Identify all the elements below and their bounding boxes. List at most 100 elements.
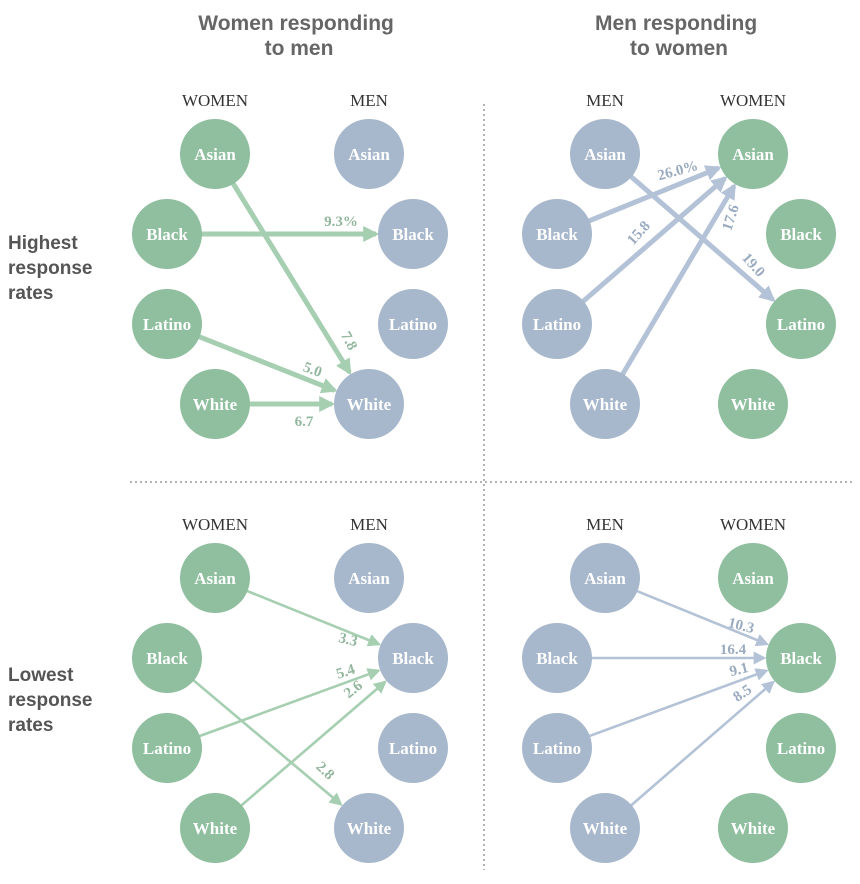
node-label: White [731,395,776,414]
group-label-men: MEN [586,91,624,110]
edges: 7.89.3%5.06.7 [183,169,380,430]
node-label: Latino [533,315,581,334]
edge-value-label: 17.6 [720,202,743,232]
edge-asian-to-black [622,584,770,647]
node-women-black [132,623,202,693]
node-women-asian [180,543,250,613]
node-label: Asian [584,145,626,164]
node-men-white [334,369,404,439]
node-women-latino [132,289,202,359]
node-label: Black [146,225,188,244]
group-label-men: MEN [350,91,388,110]
row-title-highest: Highest response rates [8,233,98,304]
node-men-black [378,199,448,269]
node-label: White [193,395,238,414]
node-men-asian [334,119,404,189]
edge-value-label: 5.0 [301,360,324,381]
node-label: Asian [732,569,774,588]
node-women-white [718,793,788,863]
node-label: Black [780,225,822,244]
node-men-latino [522,713,592,783]
edge-value-label: 5.4 [334,662,357,683]
node-men-black [522,199,592,269]
node-label: Black [780,649,822,668]
node-women-white [180,369,250,439]
node-men-asian [334,543,404,613]
edge-white-to-black [618,680,776,817]
node-women-black [766,199,836,269]
column-title-women-to-men: Women responding to men [198,12,399,60]
node-label: Asian [584,569,626,588]
edge-white-to-asian [612,183,737,389]
edge-value-label: 9.3% [324,214,358,230]
node-label: Latino [777,739,825,758]
node-men-black [522,623,592,693]
row-title-lowest: Lowest response rates [8,665,98,736]
node-men-latino [522,289,592,359]
edge-asian-to-white [222,169,352,376]
edges: 3.35.42.62.8 [180,584,387,817]
node-label: Asian [732,145,774,164]
node-women-latino [766,713,836,783]
edge-value-label: 2.6 [341,677,366,701]
edge-value-label: 6.7 [295,414,314,430]
node-label: Asian [194,145,236,164]
node-label: Black [536,649,578,668]
node-men-black [378,623,448,693]
column-title-men-to-women: Men responding to women [595,12,763,60]
node-label: White [583,395,628,414]
node-women-black [132,199,202,269]
group-label-men: MEN [586,515,624,534]
edge-value-label: 10.3 [726,615,755,637]
node-men-white [570,793,640,863]
node-label: Asian [348,569,390,588]
node-label: White [583,819,628,838]
edge-black-to-asian [573,165,722,230]
group-label-women: WOMEN [182,91,248,110]
edge-value-label: 16.4 [720,642,747,658]
node-women-asian [718,119,788,189]
node-label: White [347,395,392,414]
node-men-latino [378,289,448,359]
node-women-asian [718,543,788,613]
node-label: Asian [194,569,236,588]
group-label-men: MEN [350,515,388,534]
edges: 19.026.0%15.817.6 [569,158,776,389]
node-label: Black [392,225,434,244]
group-label-women: WOMEN [720,91,786,110]
node-label: White [731,819,776,838]
edge-white-to-black [228,680,387,817]
edge-black-to-white [180,669,343,806]
node-men-latino [378,713,448,783]
node-label: White [193,819,238,838]
edge-latino-to-white [183,328,338,394]
node-label: Latino [143,315,191,334]
node-label: Black [146,649,188,668]
edge-value-label: 9.1 [728,660,750,680]
node-label: Asian [348,145,390,164]
node-label: Latino [533,739,581,758]
node-women-asian [180,119,250,189]
edge-latino-to-black [184,668,381,743]
node-men-asian [570,119,640,189]
edge-asian-to-latino [617,164,776,302]
node-men-white [334,793,404,863]
node-men-asian [570,543,640,613]
node-label: Black [536,225,578,244]
node-women-white [718,369,788,439]
group-label-women: WOMEN [720,515,786,534]
node-women-white [180,793,250,863]
edges: 10.316.49.18.5 [574,584,776,817]
node-label: Latino [777,315,825,334]
node-label: Black [392,649,434,668]
edge-value-label: 2.8 [312,759,337,784]
node-men-white [570,369,640,439]
